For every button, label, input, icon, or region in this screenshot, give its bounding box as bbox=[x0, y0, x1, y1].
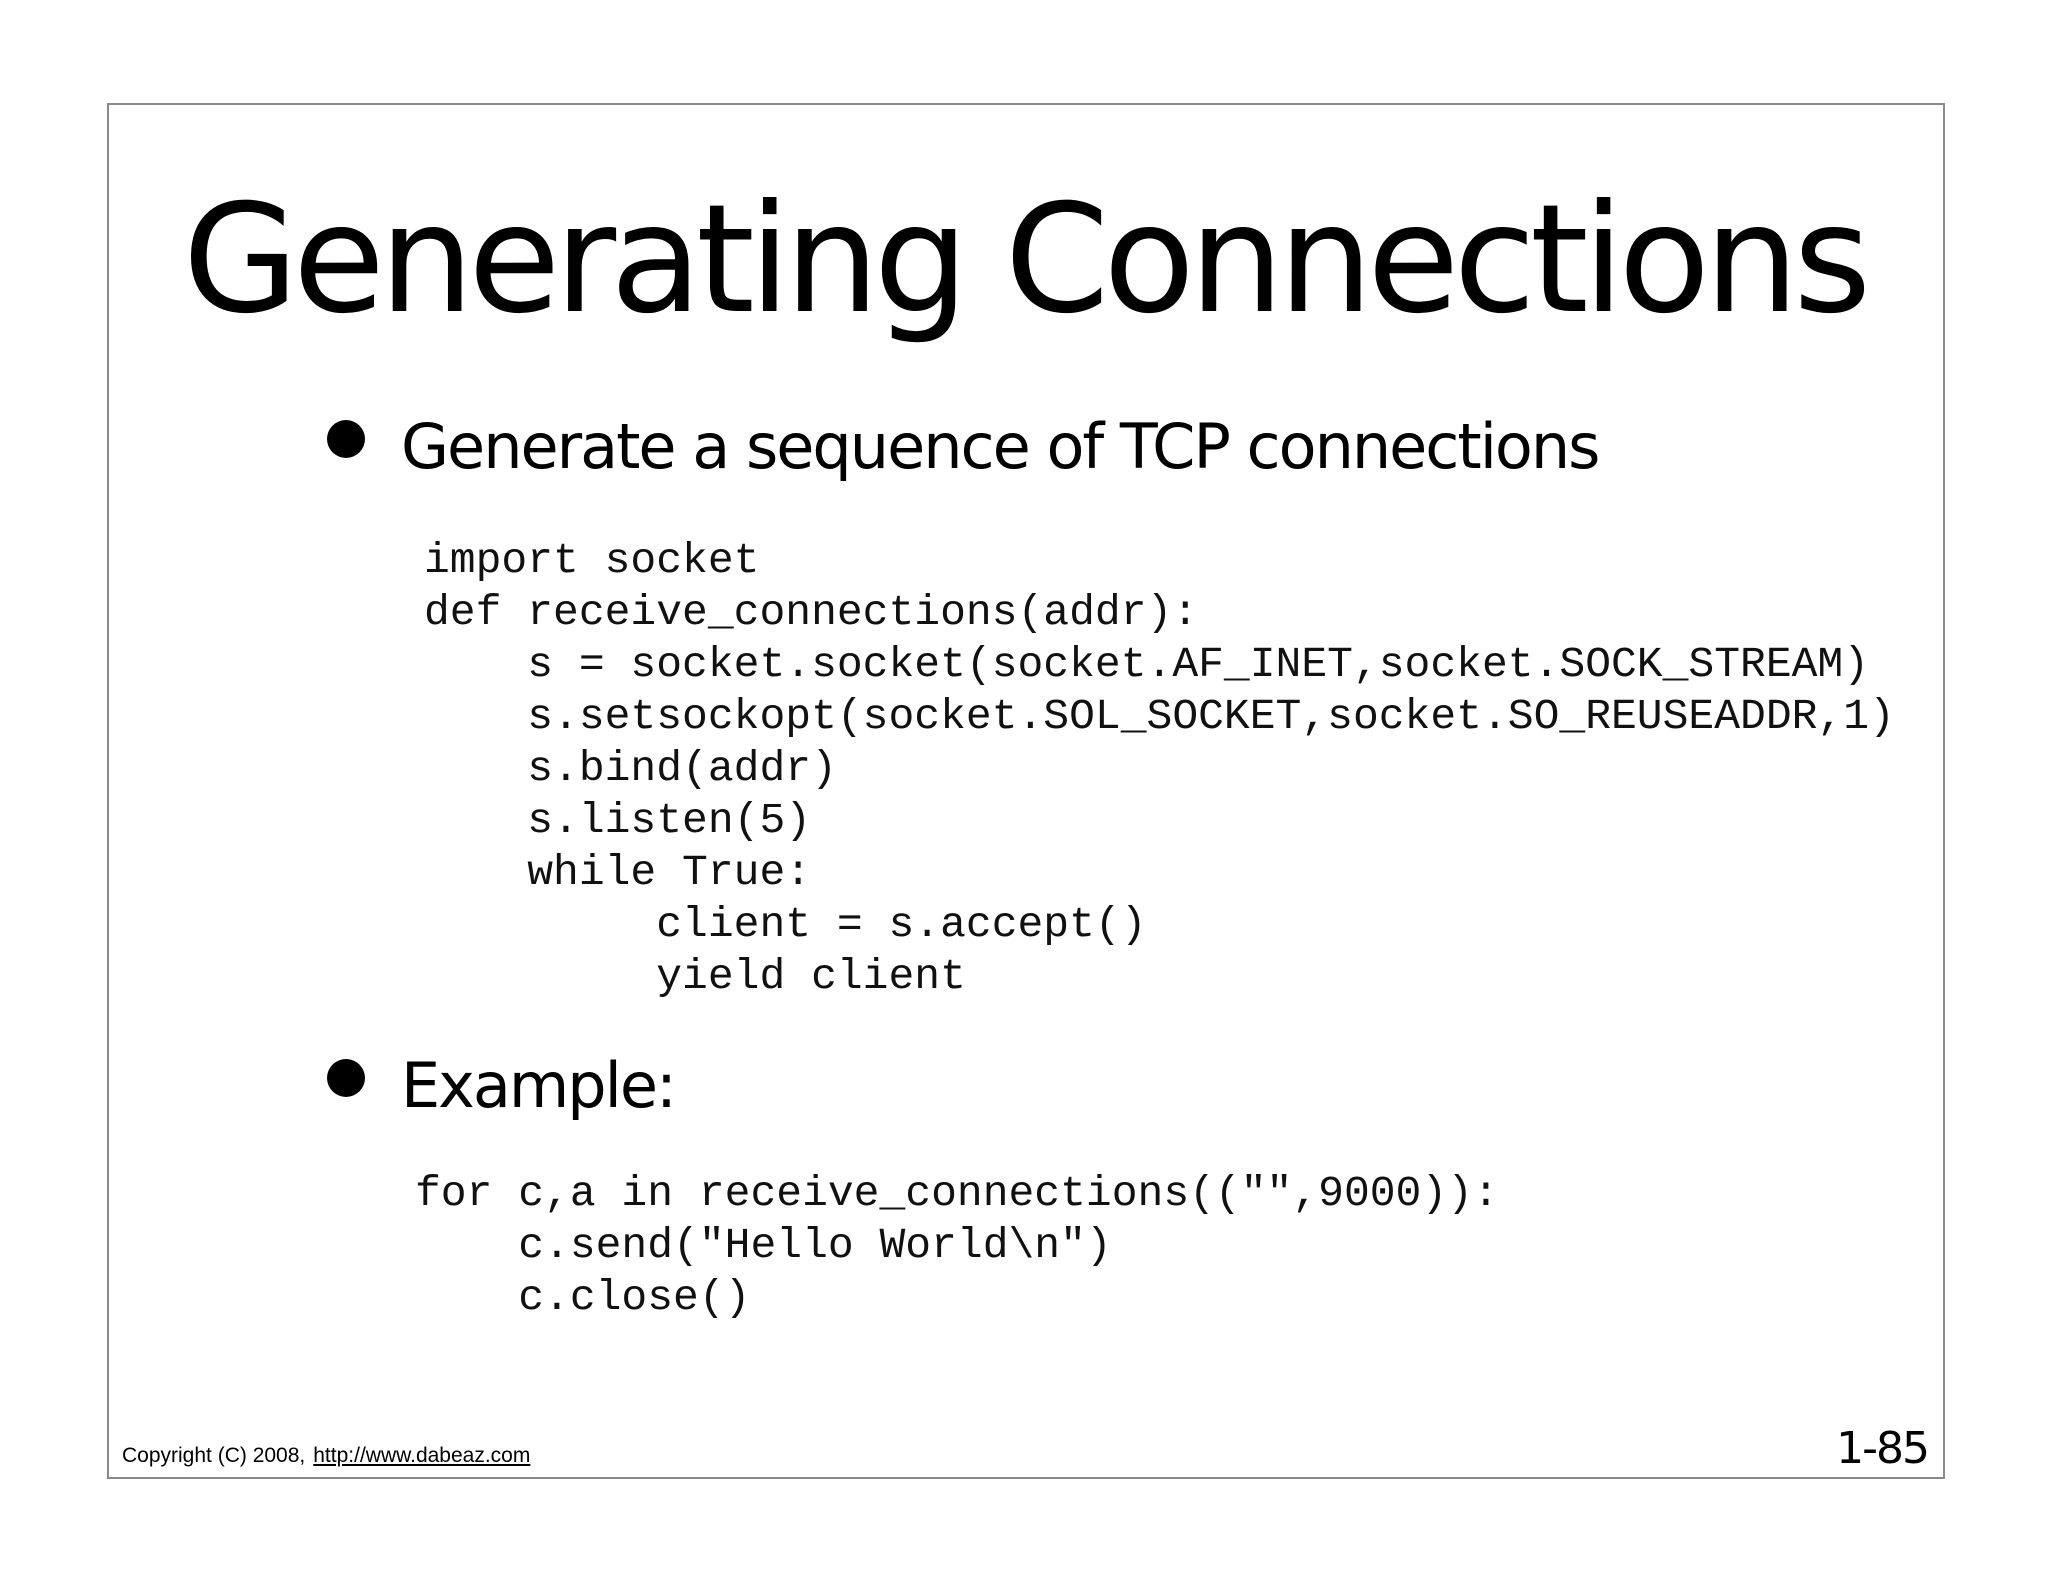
slide-frame bbox=[107, 103, 1945, 1479]
bullet-item: Example: bbox=[327, 1049, 677, 1122]
bullet-text: Example: bbox=[401, 1049, 677, 1122]
bullet-item: Generate a sequence of TCP connections bbox=[327, 410, 1600, 483]
slide-title: Generating Connections bbox=[182, 173, 1872, 347]
code-block-receive-connections: import socket def receive_connections(ad… bbox=[424, 536, 1895, 1001]
footer: Copyright (C) 2008, http://www.dabeaz.com bbox=[122, 1444, 530, 1468]
website-link[interactable]: http://www.dabeaz.com bbox=[313, 1444, 531, 1467]
bullet-text: Generate a sequence of TCP connections bbox=[401, 410, 1600, 483]
copyright-text: Copyright (C) 2008, bbox=[122, 1444, 306, 1467]
page-number: 1-85 bbox=[1836, 1423, 1930, 1474]
code-block-example: for c,a in receive_connections(("",9000)… bbox=[415, 1169, 1499, 1322]
bullet-dot-icon bbox=[327, 1059, 365, 1097]
bullet-dot-icon bbox=[327, 420, 365, 458]
